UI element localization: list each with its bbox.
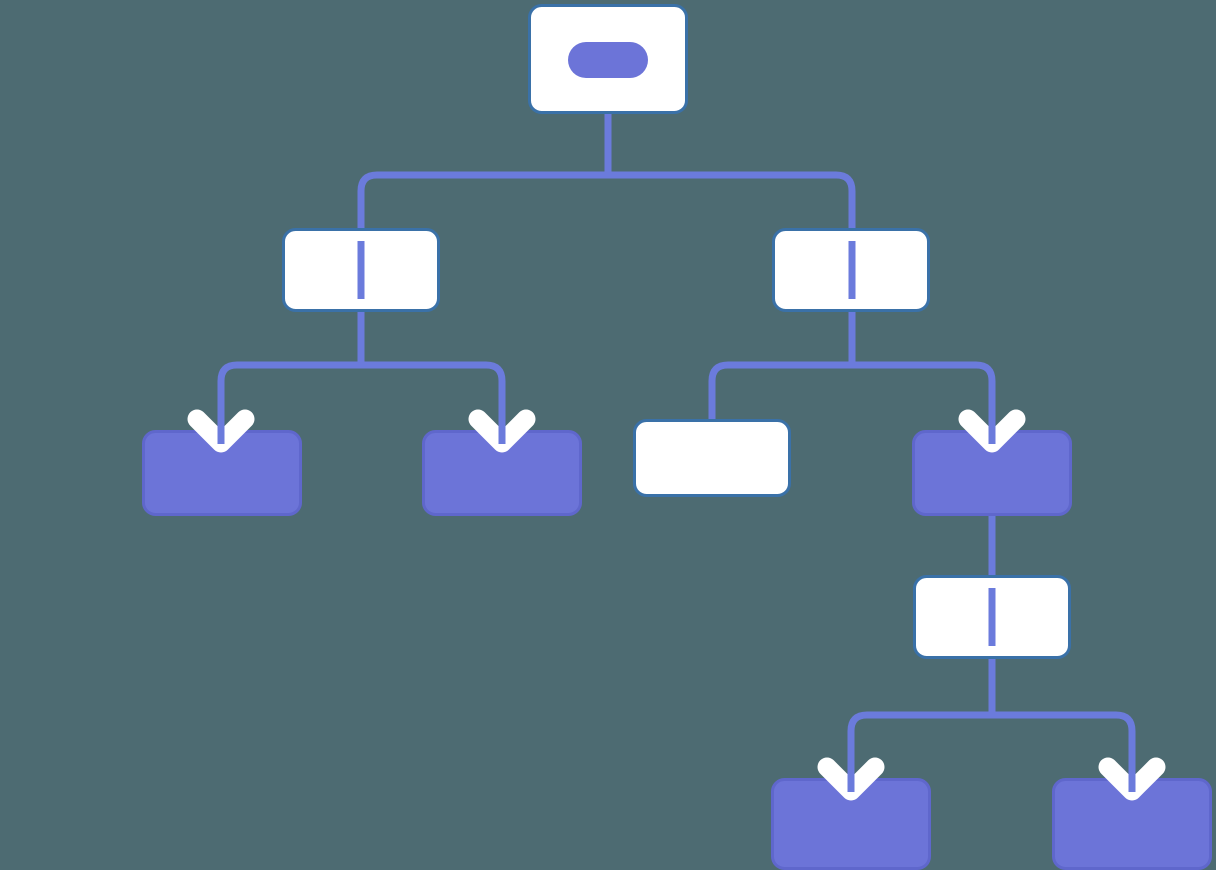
edge-n2-to-n5 (361, 361, 506, 436)
node-n2[interactable] (282, 228, 440, 312)
edge-n3-to-n6 (708, 361, 852, 423)
edge-n8-to-n9 (847, 711, 992, 784)
node-n1-content-pill (568, 42, 648, 78)
node-n6-box[interactable] (633, 419, 791, 497)
edge-layer (217, 108, 1136, 784)
node-layer (142, 4, 1212, 870)
node-n3[interactable] (772, 228, 930, 312)
edge-tip-layer (217, 412, 1136, 792)
node-n1[interactable] (528, 4, 688, 114)
node-n6[interactable] (633, 419, 791, 497)
edge-root-to-right (608, 171, 856, 234)
edge-root-to-left (357, 171, 608, 234)
edge-n2-to-n4 (217, 361, 361, 436)
edge-n8-to-n10 (992, 711, 1136, 784)
node-n8[interactable] (913, 575, 1071, 659)
edge-n3-to-n7 (852, 361, 996, 436)
